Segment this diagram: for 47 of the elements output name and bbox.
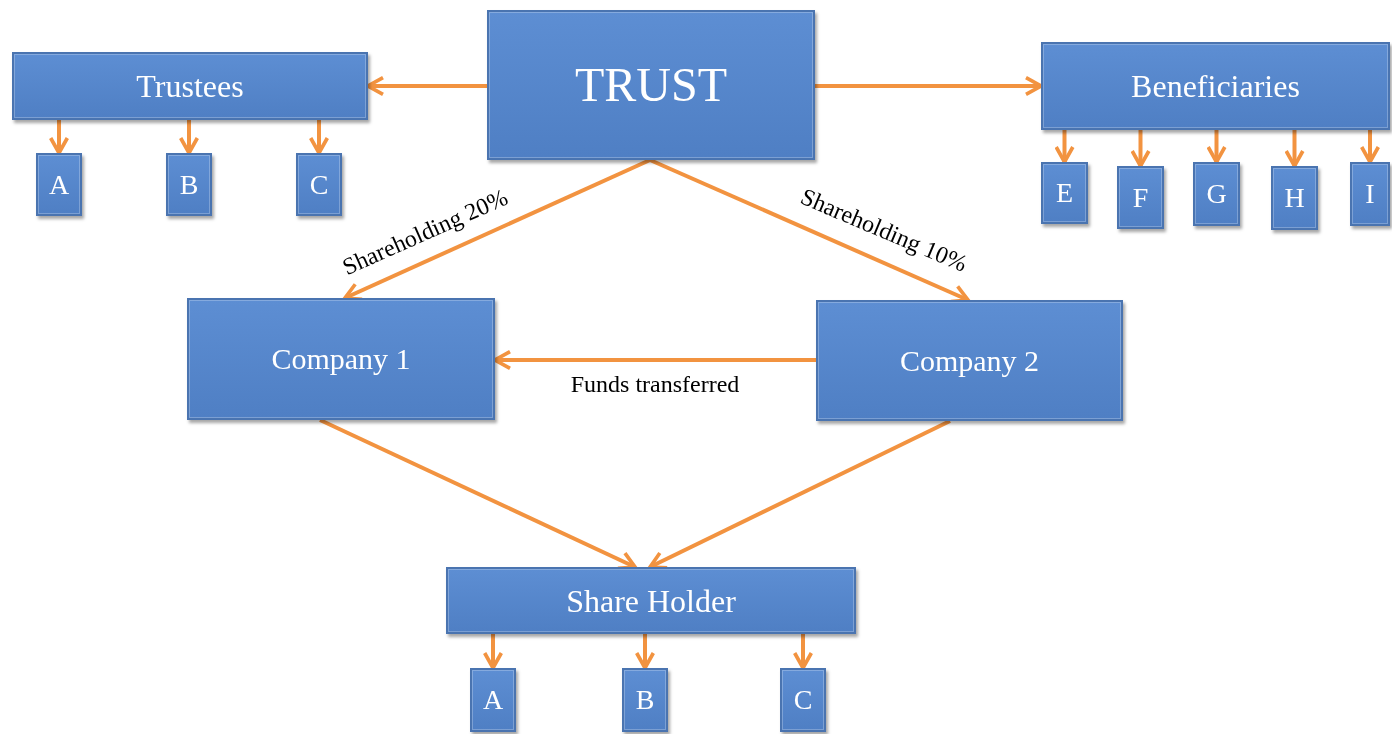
box-label: Beneficiaries (1131, 70, 1300, 102)
arrow (815, 75, 1043, 97)
entity-box (187, 298, 495, 420)
arrow (1359, 130, 1381, 164)
entity-box (166, 153, 212, 216)
arrow (48, 120, 70, 155)
box-label: A (48, 170, 70, 199)
entity-box (780, 668, 826, 732)
box-label: B (635, 686, 655, 714)
entity-box (296, 153, 342, 216)
arrow (792, 634, 814, 670)
box-label: C (793, 686, 813, 714)
entity-box (816, 300, 1123, 421)
box-label: C (309, 170, 329, 199)
box-label: Share Holder (566, 584, 736, 617)
box-label: H (1284, 184, 1305, 212)
box-label: A (482, 686, 504, 714)
box-label: F (1132, 183, 1149, 212)
arrow (178, 120, 200, 155)
arrow (1284, 130, 1305, 168)
box-label: Company 2 (899, 345, 1040, 376)
entity-box (12, 52, 368, 120)
box-label: Trustees (136, 70, 244, 102)
entity-box (1041, 162, 1088, 224)
box-label: B (179, 170, 199, 199)
box-label: E (1055, 179, 1074, 207)
arrow (634, 634, 656, 670)
box-label: G (1206, 180, 1227, 208)
box-label: TRUST (575, 61, 727, 109)
entity-box (1271, 166, 1318, 230)
box-label: Company 1 (271, 344, 411, 374)
entity-box (622, 668, 668, 732)
box-label: I (1365, 180, 1375, 208)
entity-box (1041, 42, 1390, 130)
arrow (1206, 130, 1227, 164)
arrow (648, 419, 951, 570)
entity-box (1193, 162, 1240, 226)
entity-box (487, 10, 815, 160)
arrow (1130, 130, 1151, 168)
arrow (308, 120, 330, 155)
entity-box (1117, 166, 1164, 229)
entity-box (36, 153, 82, 216)
entity-box (1350, 162, 1390, 226)
entity-box (470, 668, 516, 732)
entity-box (446, 567, 856, 634)
arrow (482, 634, 504, 670)
arrow (1054, 130, 1075, 164)
